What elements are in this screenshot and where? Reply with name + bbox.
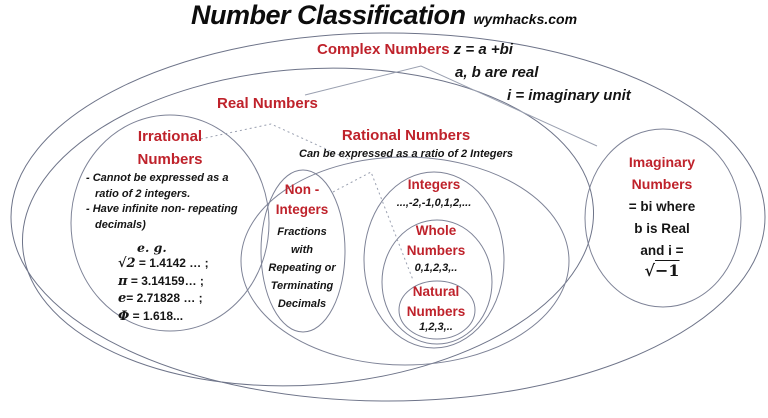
irrational-example-sqrt2: √2 = 1.4142 … ; (118, 256, 209, 271)
sqrt-sign: √ (644, 261, 655, 280)
complex-leader-line (304, 65, 598, 147)
natural-numbers-set-ellipse (398, 280, 476, 340)
irrational-note-line: - Cannot be expressed as a (86, 172, 229, 184)
site-watermark: wymhacks.com (473, 11, 578, 27)
rational-leader-line (332, 171, 414, 281)
non-integers-desc-line: Fractions (277, 226, 327, 238)
irrational-eg-label: e. g. (137, 240, 167, 255)
rational-subtitle: Can be expressed as a ratio of 2 Integer… (299, 148, 513, 160)
imaginary-desc-line: = bi where (628, 199, 696, 214)
complex-label: Complex Numbers (317, 41, 450, 58)
page-title: Number Classification (190, 0, 466, 30)
imaginary-set-ellipse (584, 128, 742, 308)
irrational-example-e: e= 2.71828 … ; (118, 291, 203, 306)
non-integers-set-ellipse (260, 169, 346, 333)
integers-items: ...,-2,-1,0,1,2,... (396, 197, 472, 209)
complex-label-line: Complex Numbers z = a +bi (317, 41, 513, 58)
complex-set-ellipse (10, 32, 766, 402)
imaginary-desc-line: and i = (640, 243, 684, 258)
non-integers-desc-line: Terminating (270, 280, 334, 292)
complex-note-ab: a, b are real (455, 64, 539, 81)
irrational-examples: √2 = 1.4142 … ; π = 3.14159… ; e= 2.7182… (118, 255, 209, 325)
rational-set-ellipse (240, 156, 570, 366)
irrational-example-phi: Φ = 1.618... (118, 308, 184, 324)
real-set-ellipse (21, 67, 595, 387)
non-integers-label: Non - Integers (275, 182, 329, 217)
real-label: Real Numbers (217, 95, 318, 112)
non-integers-description: Fractions with Repeating or Terminating … (252, 223, 352, 313)
irrational-note-line: decimals) (95, 218, 146, 231)
imaginary-label: Imaginary Numbers (628, 154, 696, 192)
whole-numbers-items: 0,1,2,3,.. (414, 262, 458, 274)
irrational-example-pi: π = 3.14159… ; (118, 273, 204, 289)
whole-numbers-label: Whole Numbers (406, 223, 466, 258)
sqrt-argument: −1 (654, 261, 680, 280)
non-integers-desc-line: Repeating or (268, 262, 336, 274)
complex-formula: z = a +bi (453, 41, 513, 58)
complex-note-i: i = imaginary unit (507, 87, 631, 104)
natural-numbers-items: 1,2,3,.. (419, 321, 453, 333)
irrational-set-ellipse (70, 114, 270, 332)
natural-numbers-label: Natural Numbers (406, 284, 466, 319)
irrational-notes: - Cannot be expressed as a ratio of 2 in… (86, 171, 258, 233)
integers-label: Integers (407, 177, 461, 192)
imaginary-description: = bi where b is Real and i = (588, 196, 736, 262)
title-row: Number Classification wymhacks.com (0, 0, 768, 31)
real-leader-line (190, 123, 349, 160)
rational-label: Rational Numbers (341, 127, 471, 144)
irrational-label: Irrational Numbers (137, 128, 203, 168)
imaginary-sqrt-formula: √−1 (588, 261, 736, 280)
non-integers-desc-line: with (291, 244, 313, 256)
imaginary-desc-line: b is Real (634, 221, 690, 236)
whole-numbers-set-ellipse (381, 219, 493, 345)
integers-set-ellipse (363, 171, 505, 349)
irrational-note-line: ratio of 2 integers. (95, 187, 191, 200)
non-integers-desc-line: Decimals (277, 298, 327, 310)
irrational-note-line: - Have infinite non- repeating (86, 203, 238, 215)
